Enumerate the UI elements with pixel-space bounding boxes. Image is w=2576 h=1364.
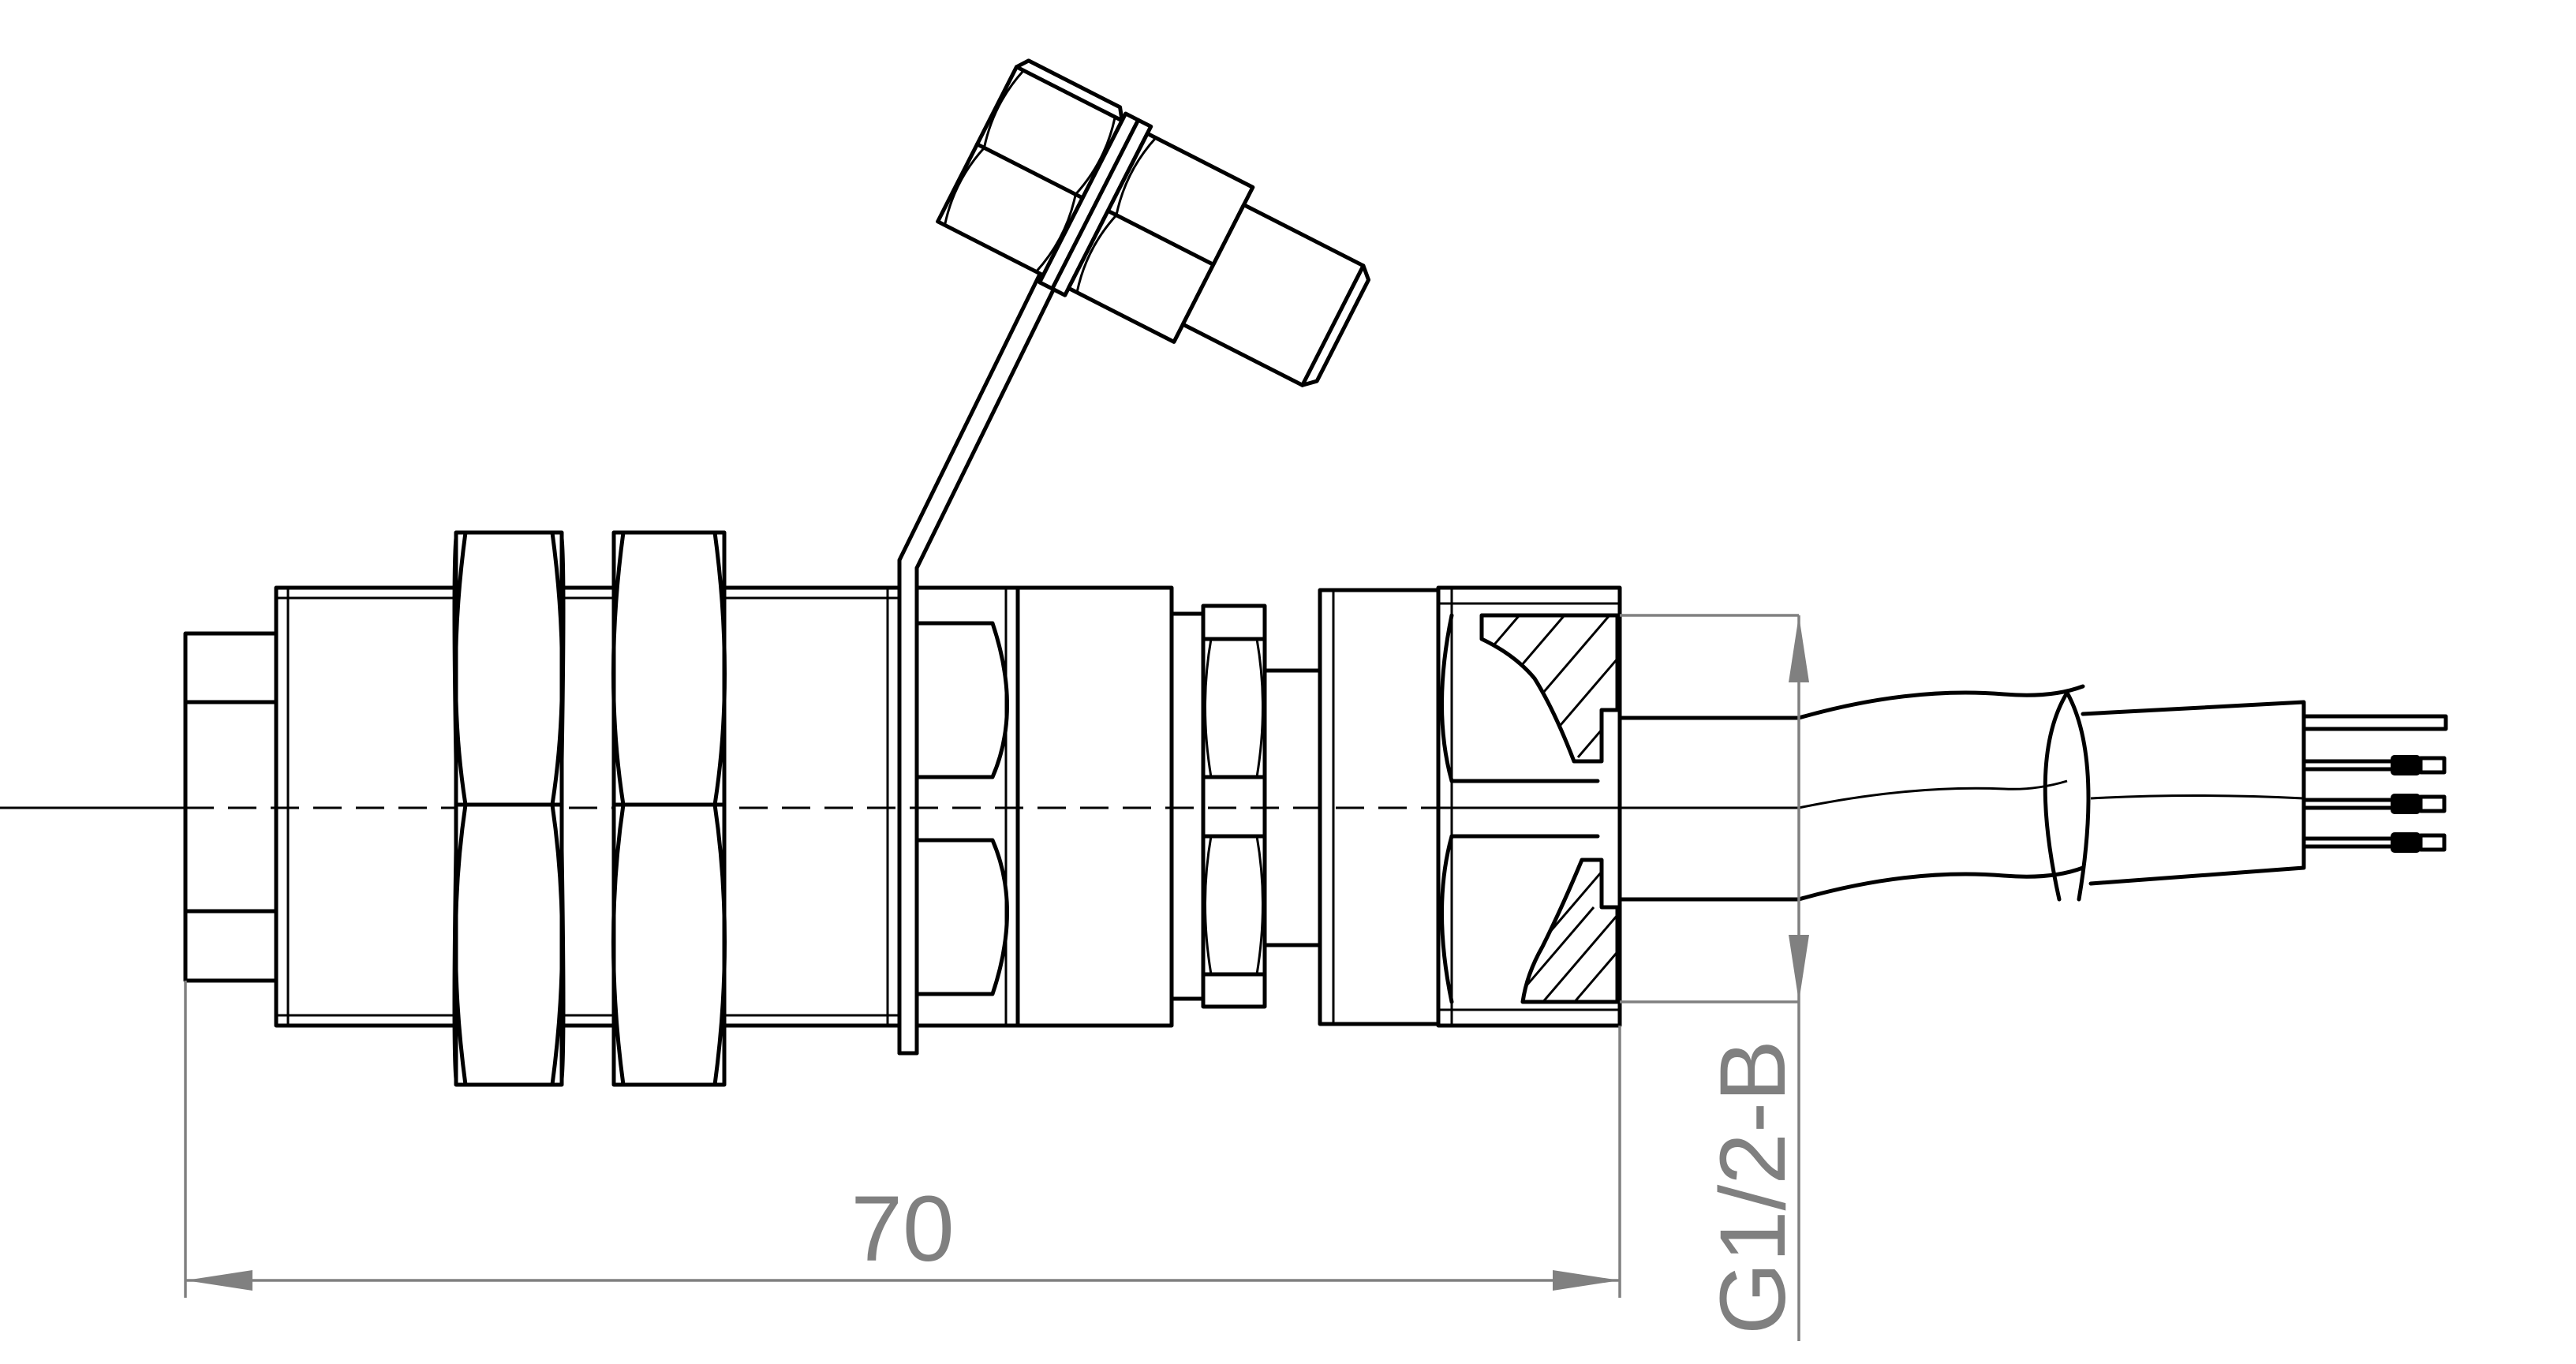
lock-nut-2: [611, 530, 727, 1087]
arrow-left-icon: [185, 1270, 252, 1291]
gland-section-hatch: [1479, 613, 1799, 1004]
protective-cap: [936, 58, 1371, 387]
arrow-down-icon: [1789, 935, 1809, 1002]
length-dimension: 70: [184, 981, 1621, 1298]
thread-dimension: G1/2-B: [1701, 615, 1809, 1341]
thread-label: G1/2-B: [1701, 1040, 1805, 1335]
wire-ferrule-3: [2301, 832, 2447, 853]
bracket-arm: [897, 167, 1111, 1056]
arrow-right-icon: [1553, 1270, 1620, 1291]
cable-wires: [2301, 714, 2448, 853]
wire-ferrule-1: [2301, 755, 2447, 775]
arrow-up-icon: [1789, 615, 1809, 682]
wire-ferrule-2: [2301, 794, 2447, 814]
cable: [1617, 684, 2306, 902]
lock-nut-1: [452, 530, 566, 1087]
length-label: 70: [851, 1177, 954, 1281]
coupling-nut: [1169, 604, 1322, 1009]
